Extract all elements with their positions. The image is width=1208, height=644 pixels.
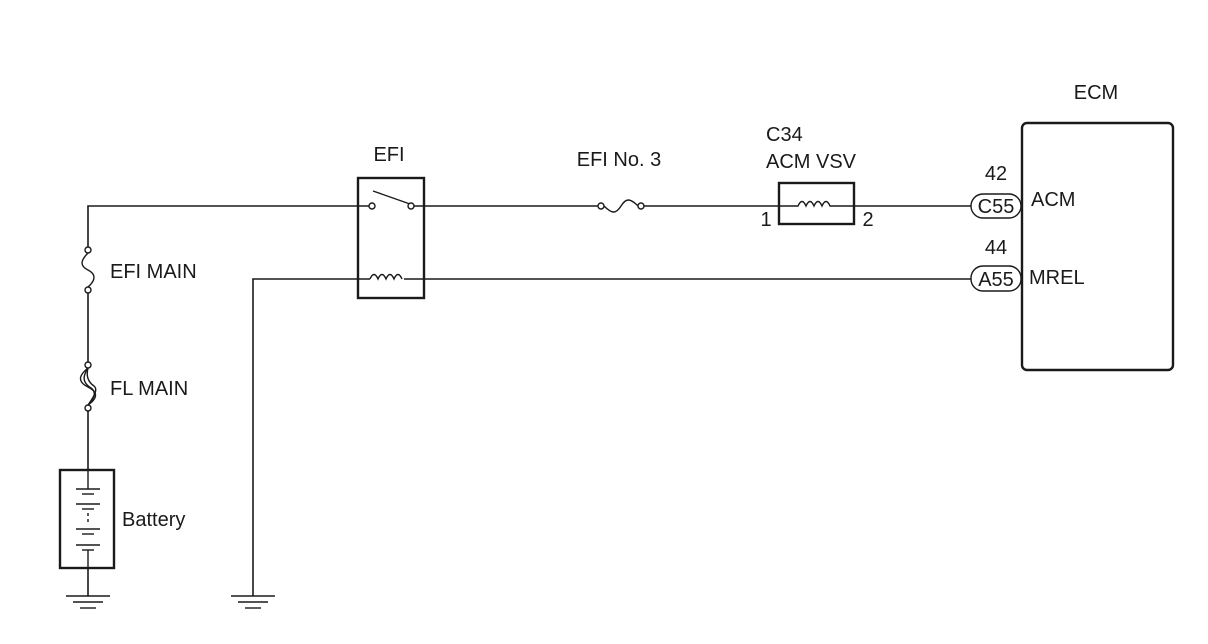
acm-vsv-connector-code: C34 (766, 124, 803, 146)
battery-label: Battery (122, 509, 185, 531)
acm-vsv: C34 ACM VSV 1 2 (760, 124, 873, 231)
fuse-terminal-node (84, 246, 92, 254)
efi-no3-fuse-label: EFI No. 3 (577, 149, 661, 171)
ecm-terminal-pin-number: 42 (985, 163, 1007, 185)
fuse-terminal-node (84, 404, 92, 412)
efi-relay: EFI (356, 144, 426, 300)
relay-switch-contact (372, 190, 411, 205)
wire-coil-ground (252, 278, 370, 596)
acm-vsv-pin-2: 2 (862, 209, 873, 231)
acm-vsv-label: ACM VSV (766, 151, 857, 173)
fuse-terminal-node (597, 202, 605, 210)
ecm-terminal-pin-number: 44 (985, 237, 1007, 259)
fuse-icon (81, 252, 95, 288)
efi-main-fuse: EFI MAIN (81, 246, 197, 294)
wire-power-main (87, 205, 370, 247)
efi-main-fuse-label: EFI MAIN (110, 261, 197, 283)
connector-code-c55: C55 (978, 196, 1015, 218)
ecm-title: ECM (1074, 82, 1118, 104)
fl-main-fuse-label: FL MAIN (110, 378, 188, 400)
fuse-icon (603, 199, 639, 213)
ground-icon (66, 595, 110, 609)
ecm-unit: ECM (1020, 82, 1175, 372)
battery-box (58, 468, 116, 570)
acm-vsv-pin-1: 1 (760, 209, 771, 231)
fuse-terminal-node (637, 202, 645, 210)
efi-relay-label: EFI (373, 144, 404, 166)
efi-relay-box (356, 176, 426, 300)
fuse-terminal-node (84, 361, 92, 369)
ground-icon (231, 595, 275, 609)
fusible-link-icon (86, 367, 97, 406)
relay-coil-icon (369, 273, 403, 281)
relay-switch-node (407, 202, 415, 210)
fuse-terminal-node (84, 286, 92, 294)
efi-no3-fuse: EFI No. 3 (577, 149, 661, 213)
connector-code-a55: A55 (978, 269, 1014, 291)
relay-switch-node (368, 202, 376, 210)
fl-main-fuse: FL MAIN (79, 361, 188, 412)
ecm-signal-mrel: MREL (1029, 267, 1085, 289)
fusible-link-icon (79, 367, 97, 406)
ecm-terminal-acm: 42 C55 ACM (970, 163, 1075, 219)
acm-vsv-box (777, 181, 856, 226)
ecm-signal-acm: ACM (1031, 189, 1075, 211)
ecm-terminal-mrel: 44 A55 MREL (970, 237, 1085, 292)
vsv-coil-icon (779, 200, 854, 208)
battery: Battery (58, 468, 185, 570)
ecm-box (1020, 121, 1175, 372)
